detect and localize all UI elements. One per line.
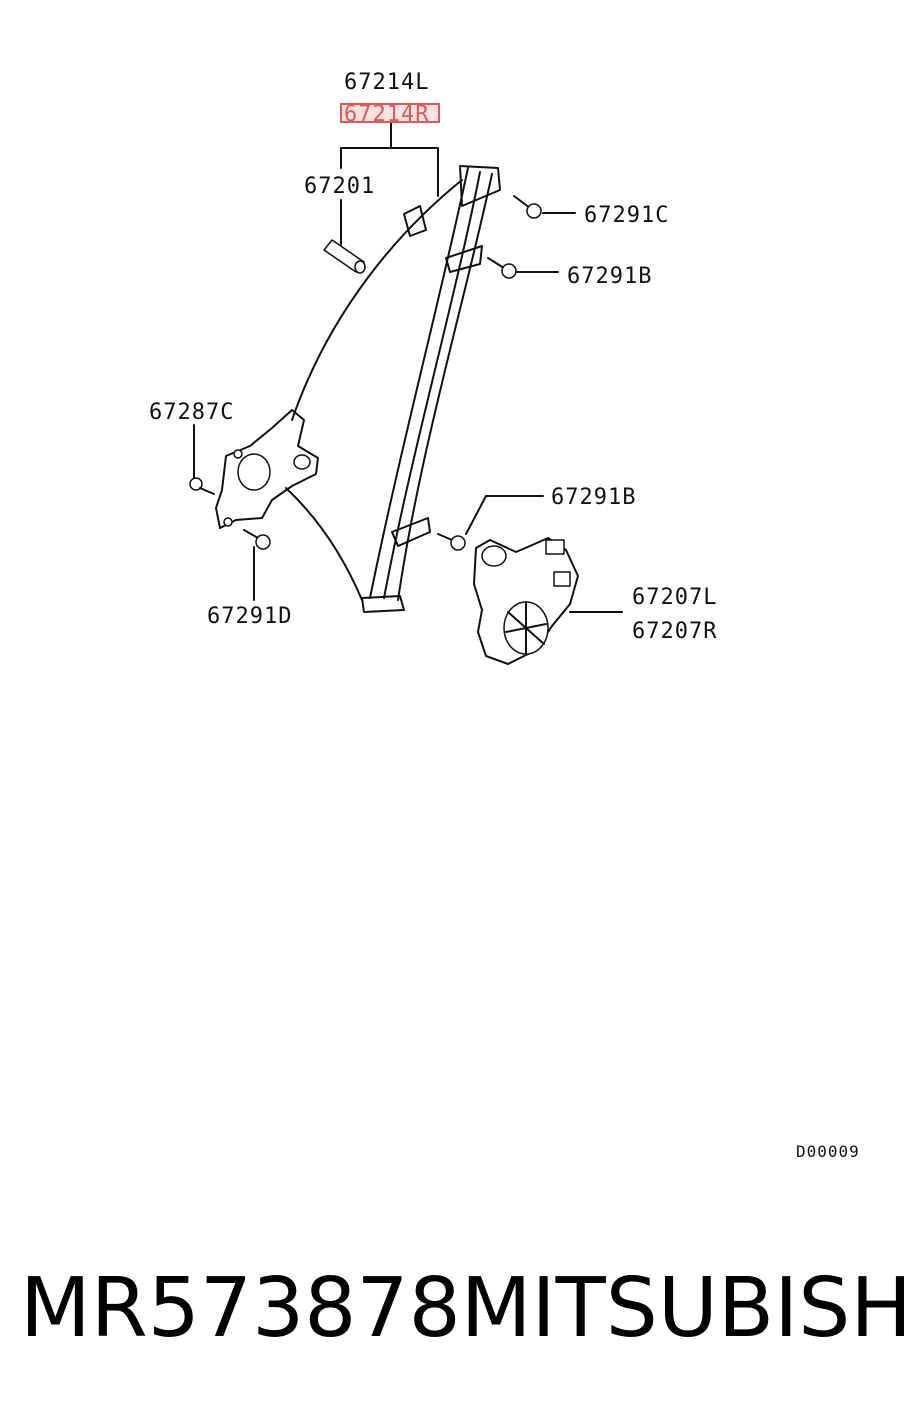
window-motor [473,537,579,665]
regulator-rail [361,165,501,613]
bolt-67291D [243,529,271,550]
callout-67201[interactable]: 67201 [304,174,375,199]
callout-67214L[interactable]: 67214L [344,70,429,95]
part-number: MR573878 [20,1261,461,1356]
bolt-67291B-top [487,257,517,279]
callout-67207L[interactable]: 67207L [632,585,717,610]
drum-bracket [215,409,319,529]
cable-sleeve [323,239,366,274]
bolt-67291C [513,195,542,219]
regulator-cable [285,179,463,601]
highlight-box [340,103,440,123]
callout-67291C[interactable]: 67291C [584,203,669,228]
brand-name: MITSUBISHI [460,1261,909,1356]
assembly-bracket [340,121,439,197]
footer: MR573878 MITSUBISHI [20,1261,909,1356]
callout-67291B-top[interactable]: 67291B [567,264,652,289]
leader-lines [193,199,623,613]
bolt-67287C [189,477,215,495]
callout-67291B-mid[interactable]: 67291B [551,485,636,510]
callout-67287C[interactable]: 67287C [149,400,234,425]
bolt-67291B-mid [437,533,466,551]
diagram-code: D00009 [796,1142,860,1161]
callout-67291D[interactable]: 67291D [207,604,292,629]
callout-67207R[interactable]: 67207R [632,619,717,644]
callout-67214R[interactable]: 67214R [344,102,429,127]
